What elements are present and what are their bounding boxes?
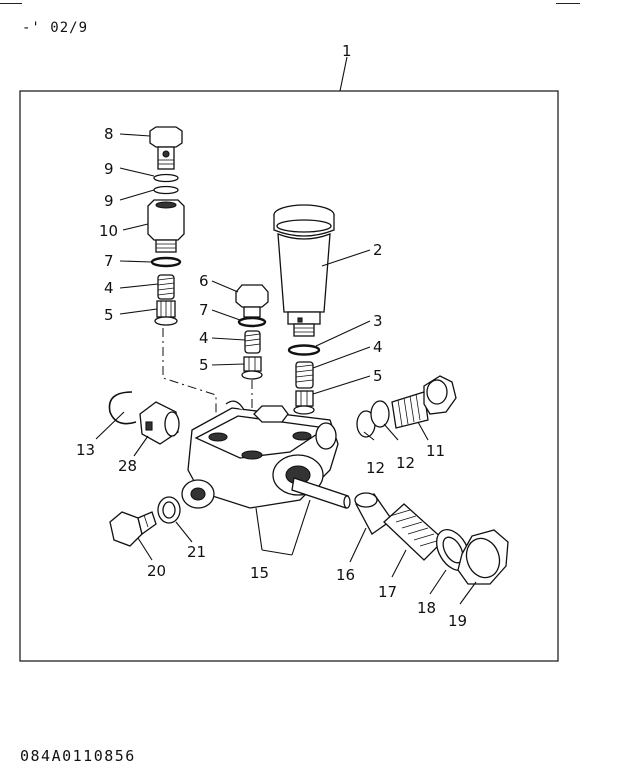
part-4-spring-left	[157, 274, 175, 300]
part-7-o-ring-left	[150, 256, 182, 268]
callout-15: 15	[250, 564, 269, 582]
piston-rod	[291, 477, 351, 509]
part-17-spring	[383, 503, 445, 561]
drawing-number: 084A0110856	[20, 747, 136, 765]
part-28-strainer	[139, 401, 180, 445]
assembly-frame	[19, 90, 559, 662]
part-15-pump-body	[181, 400, 339, 556]
part-16-piston	[354, 492, 393, 535]
part-9-washer-upper	[153, 173, 179, 183]
callout-28: 28	[118, 457, 137, 475]
callout-19: 19	[448, 612, 467, 630]
top-left-corner-line	[0, 3, 22, 4]
part-13-snap-ring	[108, 391, 137, 425]
callout-6: 6	[199, 272, 209, 290]
part-5-valve-left	[154, 300, 178, 326]
part-12-washer-b	[370, 400, 390, 428]
part-5-valve-right	[293, 390, 315, 415]
callout-21: 21	[187, 543, 206, 561]
callout-4-middle: 4	[199, 329, 209, 347]
callout-16: 16	[336, 566, 355, 584]
centerline-left	[162, 328, 217, 430]
callout-9-lower: 9	[104, 192, 114, 210]
part-10-fitting	[147, 199, 185, 253]
callout-7-middle: 7	[199, 301, 209, 319]
callout-8: 8	[104, 125, 114, 143]
part-4-spring-middle	[244, 330, 261, 354]
leader-1	[339, 56, 348, 92]
callout-10: 10	[99, 222, 118, 240]
callout-3: 3	[373, 312, 383, 330]
callout-11: 11	[426, 442, 445, 460]
part-20-plug-bolt	[109, 511, 157, 547]
callout-7-left: 7	[104, 252, 114, 270]
callout-9-upper: 9	[104, 160, 114, 178]
part-7-o-ring-middle	[237, 316, 267, 328]
part-21-gasket	[157, 496, 181, 524]
page-reference: -' 02/9	[22, 20, 89, 36]
part-9-washer-lower	[153, 185, 179, 195]
callout-1: 1	[342, 42, 352, 60]
part-19-cap-nut	[457, 529, 509, 585]
callout-5-left: 5	[104, 306, 114, 324]
callout-5-right: 5	[373, 367, 383, 385]
callout-17: 17	[378, 583, 397, 601]
part-2-priming-pump	[273, 204, 335, 337]
callout-12-a: 12	[366, 459, 385, 477]
callout-5-middle: 5	[199, 356, 209, 374]
callout-18: 18	[417, 599, 436, 617]
callout-2: 2	[373, 241, 383, 259]
callout-20: 20	[147, 562, 166, 580]
callout-12-b: 12	[396, 454, 415, 472]
callout-4-left: 4	[104, 279, 114, 297]
part-6-plug	[235, 284, 269, 318]
part-4-spring-right	[295, 361, 314, 389]
callout-4-right: 4	[373, 338, 383, 356]
part-8-bolt	[149, 126, 183, 170]
top-right-corner-line	[556, 3, 580, 4]
part-5-valve-middle	[241, 356, 263, 380]
part-11-banjo-bolt	[391, 375, 457, 429]
leader-lines	[95, 133, 477, 605]
callout-13: 13	[76, 441, 95, 459]
part-3-o-ring	[287, 344, 321, 356]
